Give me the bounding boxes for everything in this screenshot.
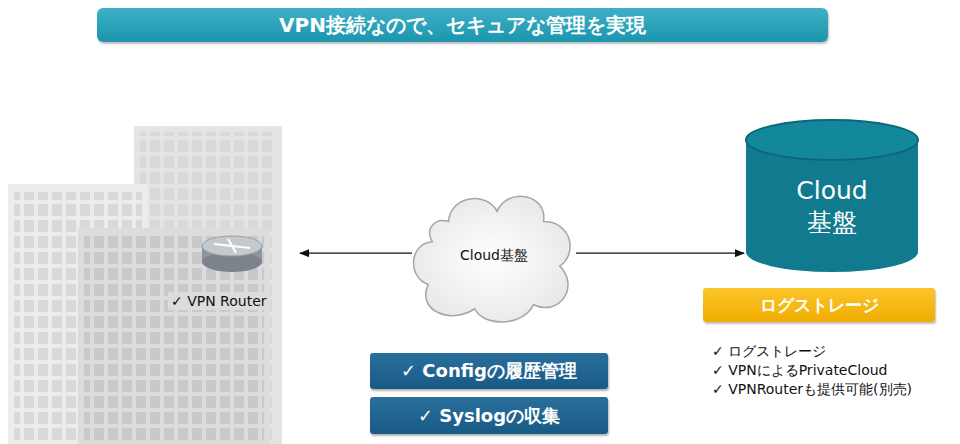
cylinder-text-wrap: Cloud 基盤 bbox=[784, 175, 880, 240]
blue-node: ✓ Syslogの収集 bbox=[370, 397, 608, 434]
blue-node: ✓ Configの履歴管理 bbox=[370, 353, 608, 389]
cylinder-node: Cloud 基盤 bbox=[744, 118, 920, 274]
node-text: ✓ Configの履歴管理 bbox=[401, 359, 577, 383]
node-text: ログストレージ bbox=[760, 294, 879, 317]
connector-arrow bbox=[576, 253, 744, 254]
building-illustration bbox=[8, 122, 300, 444]
title-text: VPN接続なので、セキュアな管理を実現 bbox=[279, 12, 646, 39]
node-text: Cloud 基盤 bbox=[784, 175, 880, 240]
node-text: Cloud基盤 bbox=[460, 247, 528, 265]
title-banner: VPN接続なので、セキュアな管理を実現 bbox=[97, 8, 828, 42]
note-text: ✓ ログストレージ bbox=[712, 343, 826, 361]
node-text: ✓ Syslogの収集 bbox=[418, 404, 560, 428]
node-text: ✓ VPN Router bbox=[168, 292, 270, 310]
note-text: ✓ VPNによるPrivateCloud bbox=[712, 362, 887, 380]
connector-arrow bbox=[300, 253, 412, 254]
building-node: ✓ VPN Router bbox=[8, 122, 300, 444]
cloud-node: Cloud基盤 bbox=[408, 185, 580, 327]
yellow-node: ログストレージ bbox=[703, 288, 935, 322]
note-text: ✓ VPNRouterも提供可能(別売) bbox=[712, 381, 912, 399]
